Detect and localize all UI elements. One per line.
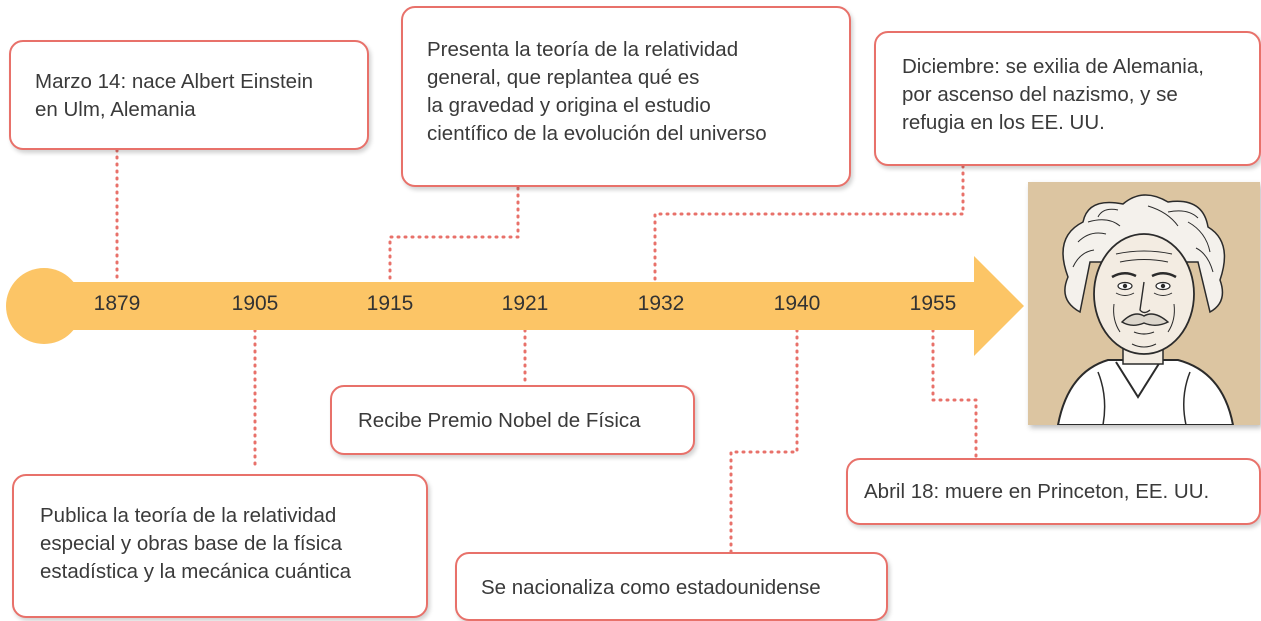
timeline-arrowhead (974, 256, 1024, 356)
event-text-line: la gravedad y origina el estudio (427, 94, 711, 117)
year-label: 1905 (231, 292, 279, 315)
event-card-1940: Se nacionaliza como estadounidense (455, 552, 888, 621)
year-label: 1921 (501, 292, 549, 315)
event-card-1915: Presenta la teoría de la relatividad gen… (401, 6, 851, 187)
event-text-line: general, que replantea qué es (427, 66, 700, 89)
event-text-line: Diciembre: se exilia de Alemania, (902, 55, 1204, 78)
event-text-line: Publica la teoría de la relatividad (40, 504, 337, 527)
event-text-line: Recibe Premio Nobel de Física (358, 409, 641, 432)
connector-1915 (388, 186, 520, 284)
event-text-line: estadística y la mecánica cuántica (40, 560, 352, 583)
einstein-portrait-icon (1028, 182, 1260, 425)
event-text-line: científico de la evolución del universo (427, 122, 767, 145)
year-label: 1879 (93, 292, 141, 315)
event-text-line: en Ulm, Alemania (35, 98, 196, 121)
event-text-line: Abril 18: muere en Princeton, EE. UU. (864, 480, 1210, 503)
event-card-1932: Diciembre: se exilia de Alemania, por as… (874, 31, 1261, 166)
timeline-bar (44, 282, 974, 330)
connector-1940 (729, 328, 799, 554)
year-label: 1940 (773, 292, 821, 315)
event-text-line: por ascenso del nazismo, y se (902, 83, 1178, 106)
year-label: 1932 (637, 292, 685, 315)
event-card-1905: Publica la teoría de la relatividad espe… (12, 474, 428, 618)
connector-1955 (931, 328, 978, 458)
event-text-line: Presenta la teoría de la relatividad (427, 38, 739, 61)
year-label: 1915 (366, 292, 414, 315)
event-text-line: Se nacionaliza como estadounidense (481, 576, 821, 599)
event-text-line: Marzo 14: nace Albert Einstein (35, 70, 314, 93)
connector-1932 (653, 164, 965, 284)
event-card-1955: Abril 18: muere en Princeton, EE. UU. (846, 458, 1261, 525)
event-text-line: especial y obras base de la física (40, 532, 342, 555)
event-card-1879: Marzo 14: nace Albert Einstein en Ulm, A… (9, 40, 369, 150)
year-label: 1955 (909, 292, 957, 315)
event-text-line: refugia en los EE. UU. (902, 111, 1105, 134)
event-card-1921: Recibe Premio Nobel de Física (330, 385, 695, 455)
